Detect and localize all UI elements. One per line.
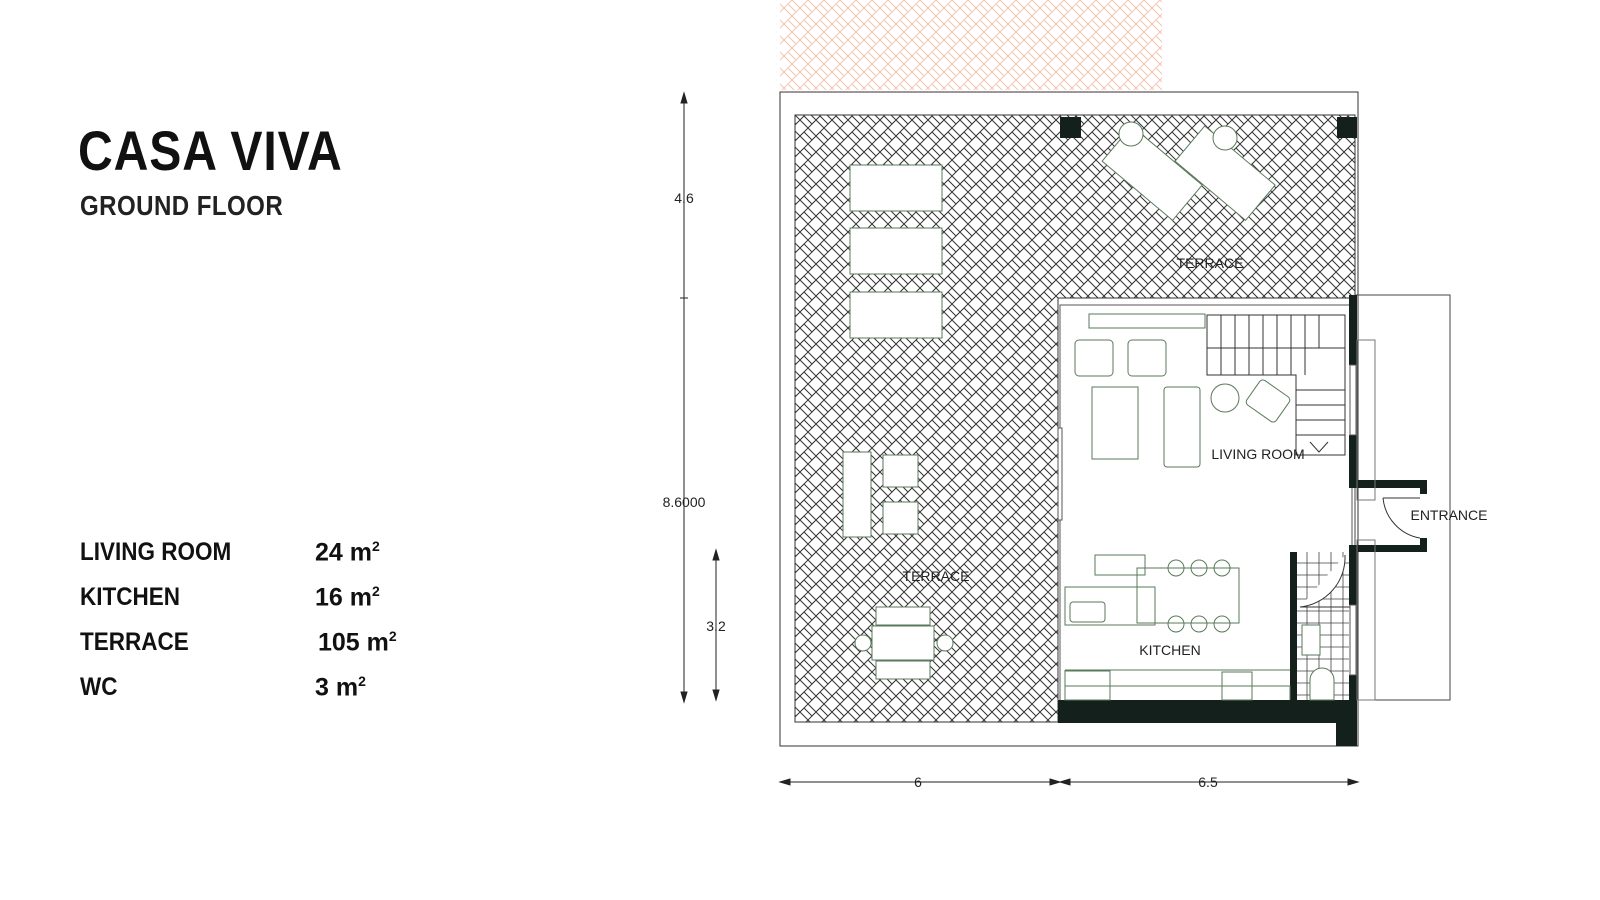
living-furniture [1064, 313, 1291, 701]
room-label-entrance: ENTRANCE [1410, 507, 1487, 523]
room-label-terrace-top: TERRACE [1177, 255, 1244, 271]
dimension-label: 3.2 [706, 618, 726, 634]
area-name: LIVING ROOM [80, 538, 232, 566]
wc-toilet [1309, 667, 1335, 701]
dimension-label: 6 [914, 774, 922, 790]
entrance-area [1354, 294, 1451, 701]
area-name: TERRACE [80, 628, 189, 656]
area-name: KITCHEN [80, 583, 180, 611]
room-label-kitchen: KITCHEN [1139, 642, 1200, 658]
area-value: 16 m2 [315, 583, 380, 612]
wc-door[interactable] [1299, 554, 1350, 608]
area-value: 3 m2 [315, 673, 366, 702]
entrance-glass [1356, 539, 1376, 701]
walls [1058, 295, 1427, 746]
room-label-living-room: LIVING ROOM [1211, 446, 1304, 462]
page-subtitle: GROUND FLOOR [80, 190, 284, 221]
dimension-label: 6.5 [1198, 774, 1218, 790]
garden-path [780, 0, 1162, 90]
area-value: 105 m2 [318, 628, 397, 657]
window-wc [1349, 604, 1357, 676]
wc-sink [1301, 624, 1321, 656]
terrace-furniture [842, 121, 1276, 680]
dimension-label: 8.6000 [663, 494, 706, 510]
dimension-label: 4.6 [674, 190, 694, 206]
area-value: 24 m2 [315, 538, 380, 567]
entrance-door[interactable] [1382, 497, 1421, 539]
staircase[interactable] [1206, 314, 1346, 456]
window-right [1349, 364, 1357, 436]
entrance-glass [1356, 339, 1376, 501]
plot-boundary [779, 91, 1359, 747]
page-title: CASA VIVA [78, 119, 343, 182]
column [1060, 117, 1081, 138]
column [1337, 117, 1357, 138]
area-name: WC [80, 673, 118, 701]
window-left [1057, 427, 1063, 521]
room-label-terrace-left: TERRACE [903, 568, 970, 584]
dimension-lines [680, 91, 1360, 786]
